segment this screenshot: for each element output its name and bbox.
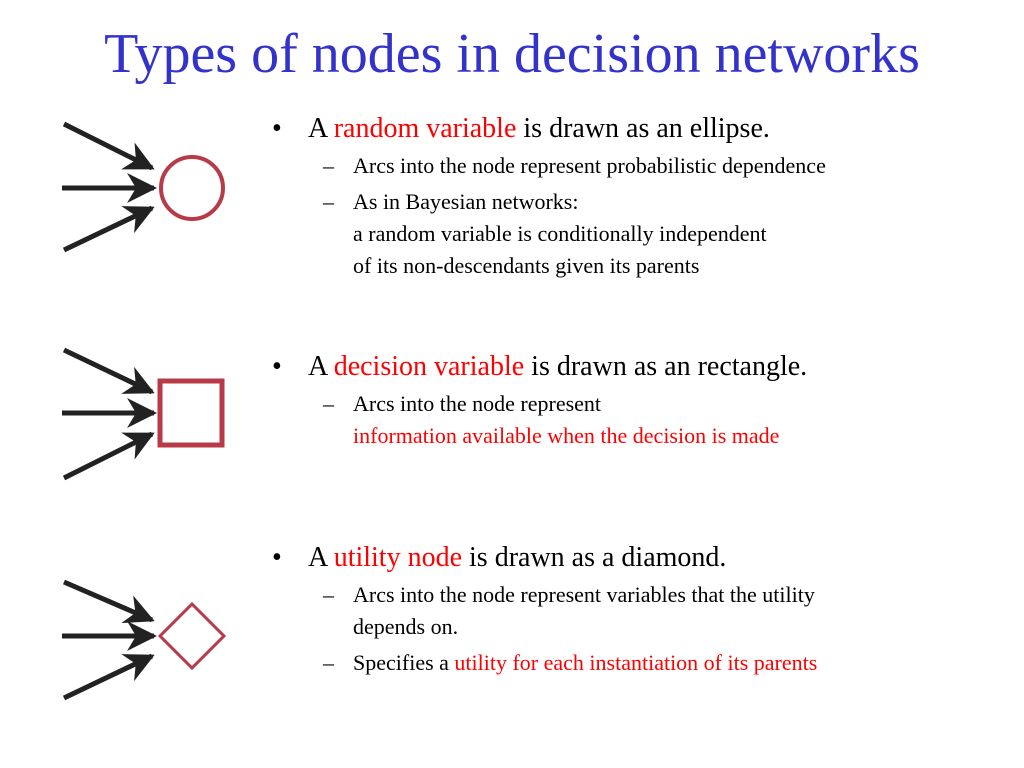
sub-bullet: Arcs into the node represent probabilist… xyxy=(268,150,1008,182)
sub-bullet-text: As in Bayesian networks: xyxy=(353,189,579,214)
highlight-term: utility node xyxy=(333,542,463,573)
square-icon xyxy=(157,378,225,448)
bullet-utility-node: A utility node is drawn as a diamond. xyxy=(268,541,1008,575)
bullet-random-variable: A random variable is drawn as an ellipse… xyxy=(268,112,1008,146)
arc-arrow-top xyxy=(62,347,155,395)
random-variable-section: A random variable is drawn as an ellipse… xyxy=(268,112,1008,282)
bullet-text: is drawn as a diamond. xyxy=(462,542,727,573)
arc-arrow-top xyxy=(63,579,155,624)
random-variable-node-diagram xyxy=(62,121,225,253)
sub-bullet-text: Arcs into the node represent variables t… xyxy=(353,582,815,607)
decision-variable-node-diagram xyxy=(62,347,225,481)
sub-bullet-text: a random variable is conditionally indep… xyxy=(353,221,767,246)
highlight-text: utility for each instantiation of its pa… xyxy=(454,650,818,675)
sub-bullet-text: Arcs into the node represent probabilist… xyxy=(353,153,826,178)
highlight-text: information available when the decision … xyxy=(353,423,780,448)
utility-node-section: A utility node is drawn as a diamond. Ar… xyxy=(268,541,1008,679)
highlight-term: decision variable xyxy=(333,351,525,382)
arc-arrow-top xyxy=(62,121,155,171)
sub-bullet: Arcs into the node represent information… xyxy=(268,388,1008,452)
arc-arrow-bottom xyxy=(62,431,155,481)
decision-variable-section: A decision variable is drawn as an recta… xyxy=(268,350,1008,452)
sub-bullet: As in Bayesian networks: a random variab… xyxy=(268,186,1008,282)
bullet-text: A xyxy=(308,351,334,382)
sub-bullet-text: of its non-descendants given its parents xyxy=(353,253,700,278)
utility-node-diagram xyxy=(62,579,227,701)
bullet-text: A xyxy=(308,542,334,573)
sub-bullet: Specifies a utility for each instantiati… xyxy=(268,647,1008,679)
circle-icon xyxy=(159,155,225,221)
diamond-icon xyxy=(157,601,227,671)
arc-arrow-bottom xyxy=(62,205,155,253)
sub-bullet-text: depends on. xyxy=(353,614,459,639)
bullet-decision-variable: A decision variable is drawn as an recta… xyxy=(268,350,1008,384)
arc-arrow-bottom xyxy=(62,653,155,701)
bullet-text: is drawn as an ellipse. xyxy=(516,113,770,144)
highlight-term: random variable xyxy=(333,113,517,144)
sub-bullet-text: Arcs into the node represent xyxy=(353,391,602,416)
bullet-text: A xyxy=(308,113,334,144)
slide-title: Types of nodes in decision networks xyxy=(104,23,920,85)
sub-bullet-text: Specifies a xyxy=(353,650,455,675)
sub-bullet: Arcs into the node represent variables t… xyxy=(268,579,1008,643)
bullet-text: is drawn as an rectangle. xyxy=(524,351,808,382)
